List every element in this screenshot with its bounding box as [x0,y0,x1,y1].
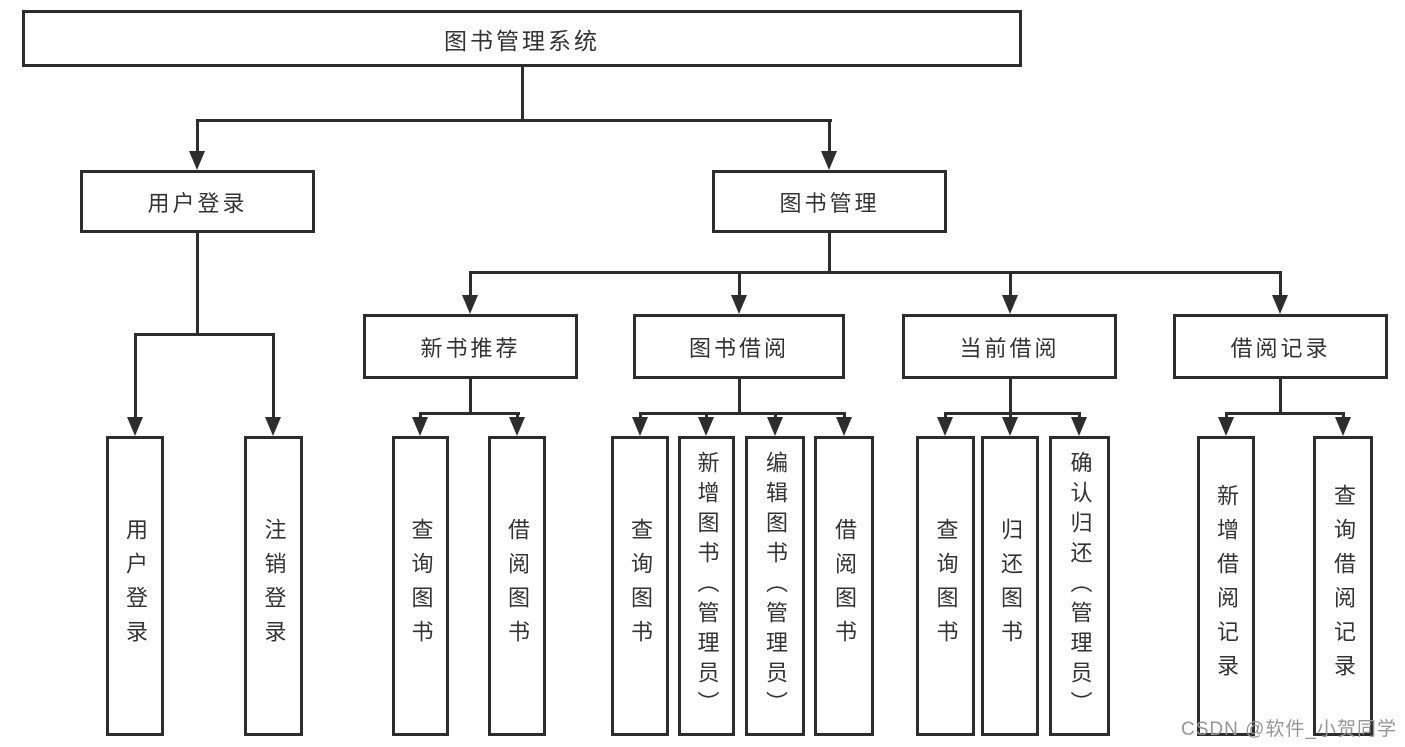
connector-arrow-down [632,417,648,436]
node-library-management-system: 图书管理系统 [22,10,1022,67]
connector-line [738,377,741,415]
connector-line [1279,271,1282,298]
connector-arrow-down [698,417,714,436]
connector-line [944,412,1081,415]
connector-line [828,233,831,274]
connector-line [196,119,199,155]
node-book-borrowing: 图书借阅 [633,314,845,379]
node-borrowing-records: 借阅记录 [1173,314,1388,379]
node-current-borrowing: 当前借阅 [902,314,1117,379]
connector-arrow-down [1218,417,1234,436]
connector-arrow-down [412,417,428,436]
node-user-login-leaf: 用户登录 [106,436,164,736]
connector-line [272,333,275,419]
connector-arrow-down [1002,295,1018,314]
connector-arrow-down [509,417,525,436]
connector-line [196,119,832,122]
connector-arrow-down [127,417,143,436]
node-add-borrow-record: 新增借阅记录 [1197,436,1255,736]
node-return-book: 归还图书 [981,436,1039,736]
connector-line [469,271,472,298]
connector-line [134,333,137,419]
node-query-borrow-record: 查询借阅记录 [1313,436,1373,736]
watermark: CSDN @软件_小贺同学 [1181,719,1397,740]
connector-arrow-down [1335,417,1351,436]
connector-arrow-down [731,295,747,314]
connector-arrow-down [1272,295,1288,314]
node-logout-leaf: 注销登录 [244,436,303,736]
node-query-book-borrow: 查询图书 [611,436,669,736]
node-query-book-current: 查询图书 [916,436,975,736]
connector-line [1279,377,1282,415]
connector-line [196,233,199,336]
connector-arrow-down [821,151,837,170]
connector-line [1225,412,1345,415]
node-add-book-admin: 新增图书（管理员） [678,436,735,736]
connector-line [521,67,524,120]
connector-line [469,271,1282,274]
connector-line [828,119,831,155]
node-query-book-rec: 查询图书 [392,436,449,736]
connector-arrow-down [767,417,783,436]
node-borrow-book-leaf: 借阅图书 [814,436,874,736]
connector-line [469,377,472,415]
connector-line [738,271,741,298]
connector-line [134,333,275,336]
node-confirm-return-admin: 确认归还（管理员） [1049,436,1110,736]
connector-arrow-down [836,417,852,436]
connector-line [1009,377,1012,415]
connector-line [639,412,846,415]
node-borrow-book-rec: 借阅图书 [488,436,546,736]
connector-line [1009,271,1012,298]
node-new-book-recommendation: 新书推荐 [363,314,578,379]
connector-arrow-down [1071,417,1087,436]
node-user-login: 用户登录 [80,170,315,233]
connector-arrow-down [1002,417,1018,436]
connector-arrow-down [189,151,205,170]
node-edit-book-admin: 编辑图书（管理员） [745,436,805,736]
connector-line [419,412,520,415]
connector-arrow-down [265,417,281,436]
node-book-management: 图书管理 [712,170,947,233]
connector-arrow-down [462,295,478,314]
connector-arrow-down [937,417,953,436]
